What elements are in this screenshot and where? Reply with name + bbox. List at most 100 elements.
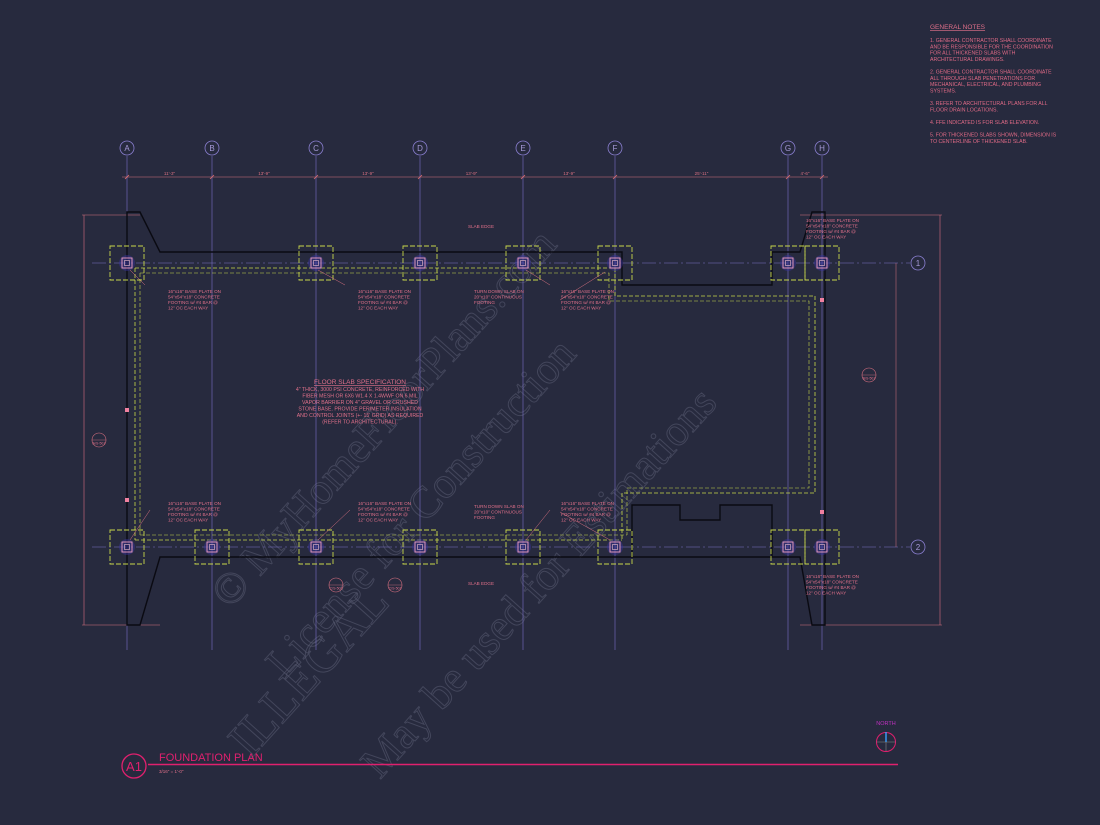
column-glow bbox=[780, 255, 796, 271]
base-plate bbox=[782, 541, 794, 553]
steel-column bbox=[819, 544, 825, 550]
grid-label: B bbox=[209, 144, 214, 153]
pier-footing bbox=[804, 529, 840, 565]
slab-edge-outline bbox=[126, 211, 826, 626]
general-note-line: 1. GENERAL CONTRACTOR SHALL COORDINATE bbox=[930, 38, 1052, 44]
grid-label: E bbox=[520, 144, 525, 153]
title-block: A1 FOUNDATION PLAN 3/16" = 1'-0" bbox=[121, 752, 898, 779]
column-glow bbox=[119, 539, 135, 555]
north-label: NORTH bbox=[876, 721, 895, 727]
column-glow bbox=[308, 539, 324, 555]
footing-note-line: 16"x16" BASE PLATE ON bbox=[561, 289, 614, 294]
grid-label: C bbox=[313, 144, 319, 153]
pier-footing bbox=[505, 245, 541, 281]
slab-spec-line: AND CONTROL JOINTS (+- 15' GRID) AS REQU… bbox=[297, 413, 424, 419]
footing-note-line: FOOTING w/ #4 BAR @ bbox=[358, 512, 408, 517]
drawing-tag: A1 bbox=[126, 759, 142, 774]
column-glow bbox=[412, 539, 428, 555]
steel-column bbox=[417, 544, 423, 550]
turn-down-note-line: 20"x10" CONTINUOUS bbox=[474, 295, 522, 300]
steel-column bbox=[612, 544, 618, 550]
base-plate bbox=[310, 541, 322, 553]
dimension-tick bbox=[209, 174, 215, 180]
dimension-tick bbox=[612, 174, 618, 180]
turn-down-note-line: TURN DOWN SLAB ON bbox=[474, 504, 524, 509]
footing-note-line: 16"x16" BASE PLATE ON bbox=[358, 501, 411, 506]
slab-marker bbox=[820, 298, 824, 302]
section-tag-label: C/S-501 bbox=[389, 587, 402, 591]
grid-bubble-D bbox=[412, 140, 428, 156]
grid-row-bubble-1 bbox=[910, 255, 926, 271]
general-note-line: MECHANICAL, ELECTRICAL, AND PLUMBING bbox=[930, 82, 1041, 88]
footing-note-line: 16"x16" BASE PLATE ON bbox=[168, 501, 221, 506]
column-glow bbox=[308, 255, 324, 271]
pier-footing bbox=[804, 245, 840, 281]
base-plate bbox=[609, 257, 621, 269]
column-glow bbox=[607, 539, 623, 555]
steel-column bbox=[785, 260, 791, 266]
grid-bubble-C bbox=[308, 140, 324, 156]
column-dimension: 13'-9" bbox=[362, 171, 374, 176]
footing-note-line: 12" OC EACH WAY bbox=[168, 518, 208, 523]
section-tag-label: C/S-501 bbox=[330, 587, 343, 591]
slab-marker bbox=[820, 510, 824, 514]
general-note-line: ALL THROUGH SLAB PENETRATIONS FOR bbox=[930, 76, 1035, 82]
footing-note-line: 54"x54"x18" CONCRETE bbox=[806, 580, 858, 585]
general-note-line: 5. FOR THICKENED SLABS SHOWN, DIMENSION … bbox=[930, 133, 1057, 139]
pier-footing bbox=[402, 529, 438, 565]
slab-marker bbox=[125, 408, 129, 412]
leader-line bbox=[317, 509, 351, 541]
grid-bubble-A bbox=[119, 140, 135, 156]
footing-note-line: 54"x54"x18" CONCRETE bbox=[168, 507, 220, 512]
dimension-tick bbox=[313, 174, 319, 180]
pier-footing bbox=[298, 245, 334, 281]
base-plate bbox=[310, 257, 322, 269]
column-glow bbox=[607, 255, 623, 271]
general-note-line: FLOOR DRAIN LOCATIONS. bbox=[930, 107, 998, 113]
steel-column bbox=[520, 260, 526, 266]
footing-note-line: 12" OC EACH WAY bbox=[561, 518, 601, 523]
leader-line bbox=[129, 509, 151, 541]
pier-footing bbox=[597, 529, 633, 565]
watermark: © MyHomeFloorPlans.com License for Const… bbox=[201, 219, 727, 787]
pier-footing bbox=[109, 245, 145, 281]
pier-footing bbox=[109, 529, 145, 565]
grid-bubble-F bbox=[607, 140, 623, 156]
general-note-line: 4. FFE INDICATED IS FOR SLAB ELEVATION. bbox=[930, 120, 1039, 126]
north-arrow: NORTH bbox=[876, 721, 896, 752]
general-notes-title: GENERAL NOTES bbox=[930, 24, 986, 31]
steel-column bbox=[785, 544, 791, 550]
leader-line bbox=[559, 511, 611, 541]
slab-spec-line: VAPOR BARRIER ON 4" GRAVEL OR CRUSHED bbox=[302, 400, 418, 406]
base-plate bbox=[816, 257, 828, 269]
slab-edge-label: SLAB EDGE bbox=[468, 224, 494, 229]
grid-label: A bbox=[124, 144, 130, 153]
slab-spec-line: (REFER TO ARCHITECTURAL). bbox=[322, 420, 398, 426]
base-plate bbox=[609, 541, 621, 553]
column-glow bbox=[119, 255, 135, 271]
footing-note-line: 54"x54"x18" CONCRETE bbox=[561, 507, 613, 512]
slab-edge-label: SLAB EDGE bbox=[468, 581, 494, 586]
footing-note-line: 12" OC EACH WAY bbox=[806, 591, 846, 596]
column-glow bbox=[780, 539, 796, 555]
grid-label: H bbox=[819, 144, 825, 153]
leader-line bbox=[525, 269, 551, 286]
pier-footing bbox=[597, 245, 633, 281]
grid-bubble-G bbox=[780, 140, 796, 156]
steel-column bbox=[209, 544, 215, 550]
footing-note-line: 16"x16" BASE PLATE ON bbox=[168, 289, 221, 294]
slab-spec-title: FLOOR SLAB SPECIFICATION bbox=[314, 379, 406, 386]
pier-footing bbox=[194, 529, 230, 565]
column-glow bbox=[515, 255, 531, 271]
pier-footing bbox=[402, 245, 438, 281]
general-note-line: SYSTEMS. bbox=[930, 88, 956, 94]
general-note-line: TO CENTERLINE OF THICKENED SLAB. bbox=[930, 139, 1028, 145]
footing-note-line: 12" OC EACH WAY bbox=[561, 306, 601, 311]
turn-down-note-line: FOOTING bbox=[474, 515, 495, 520]
column-glow bbox=[412, 255, 428, 271]
base-plate bbox=[782, 257, 794, 269]
steel-column bbox=[124, 544, 130, 550]
footing-note-line: 12" OC EACH WAY bbox=[806, 235, 846, 240]
general-note-line: ARCHITECTURAL DRAWINGS. bbox=[930, 57, 1005, 63]
